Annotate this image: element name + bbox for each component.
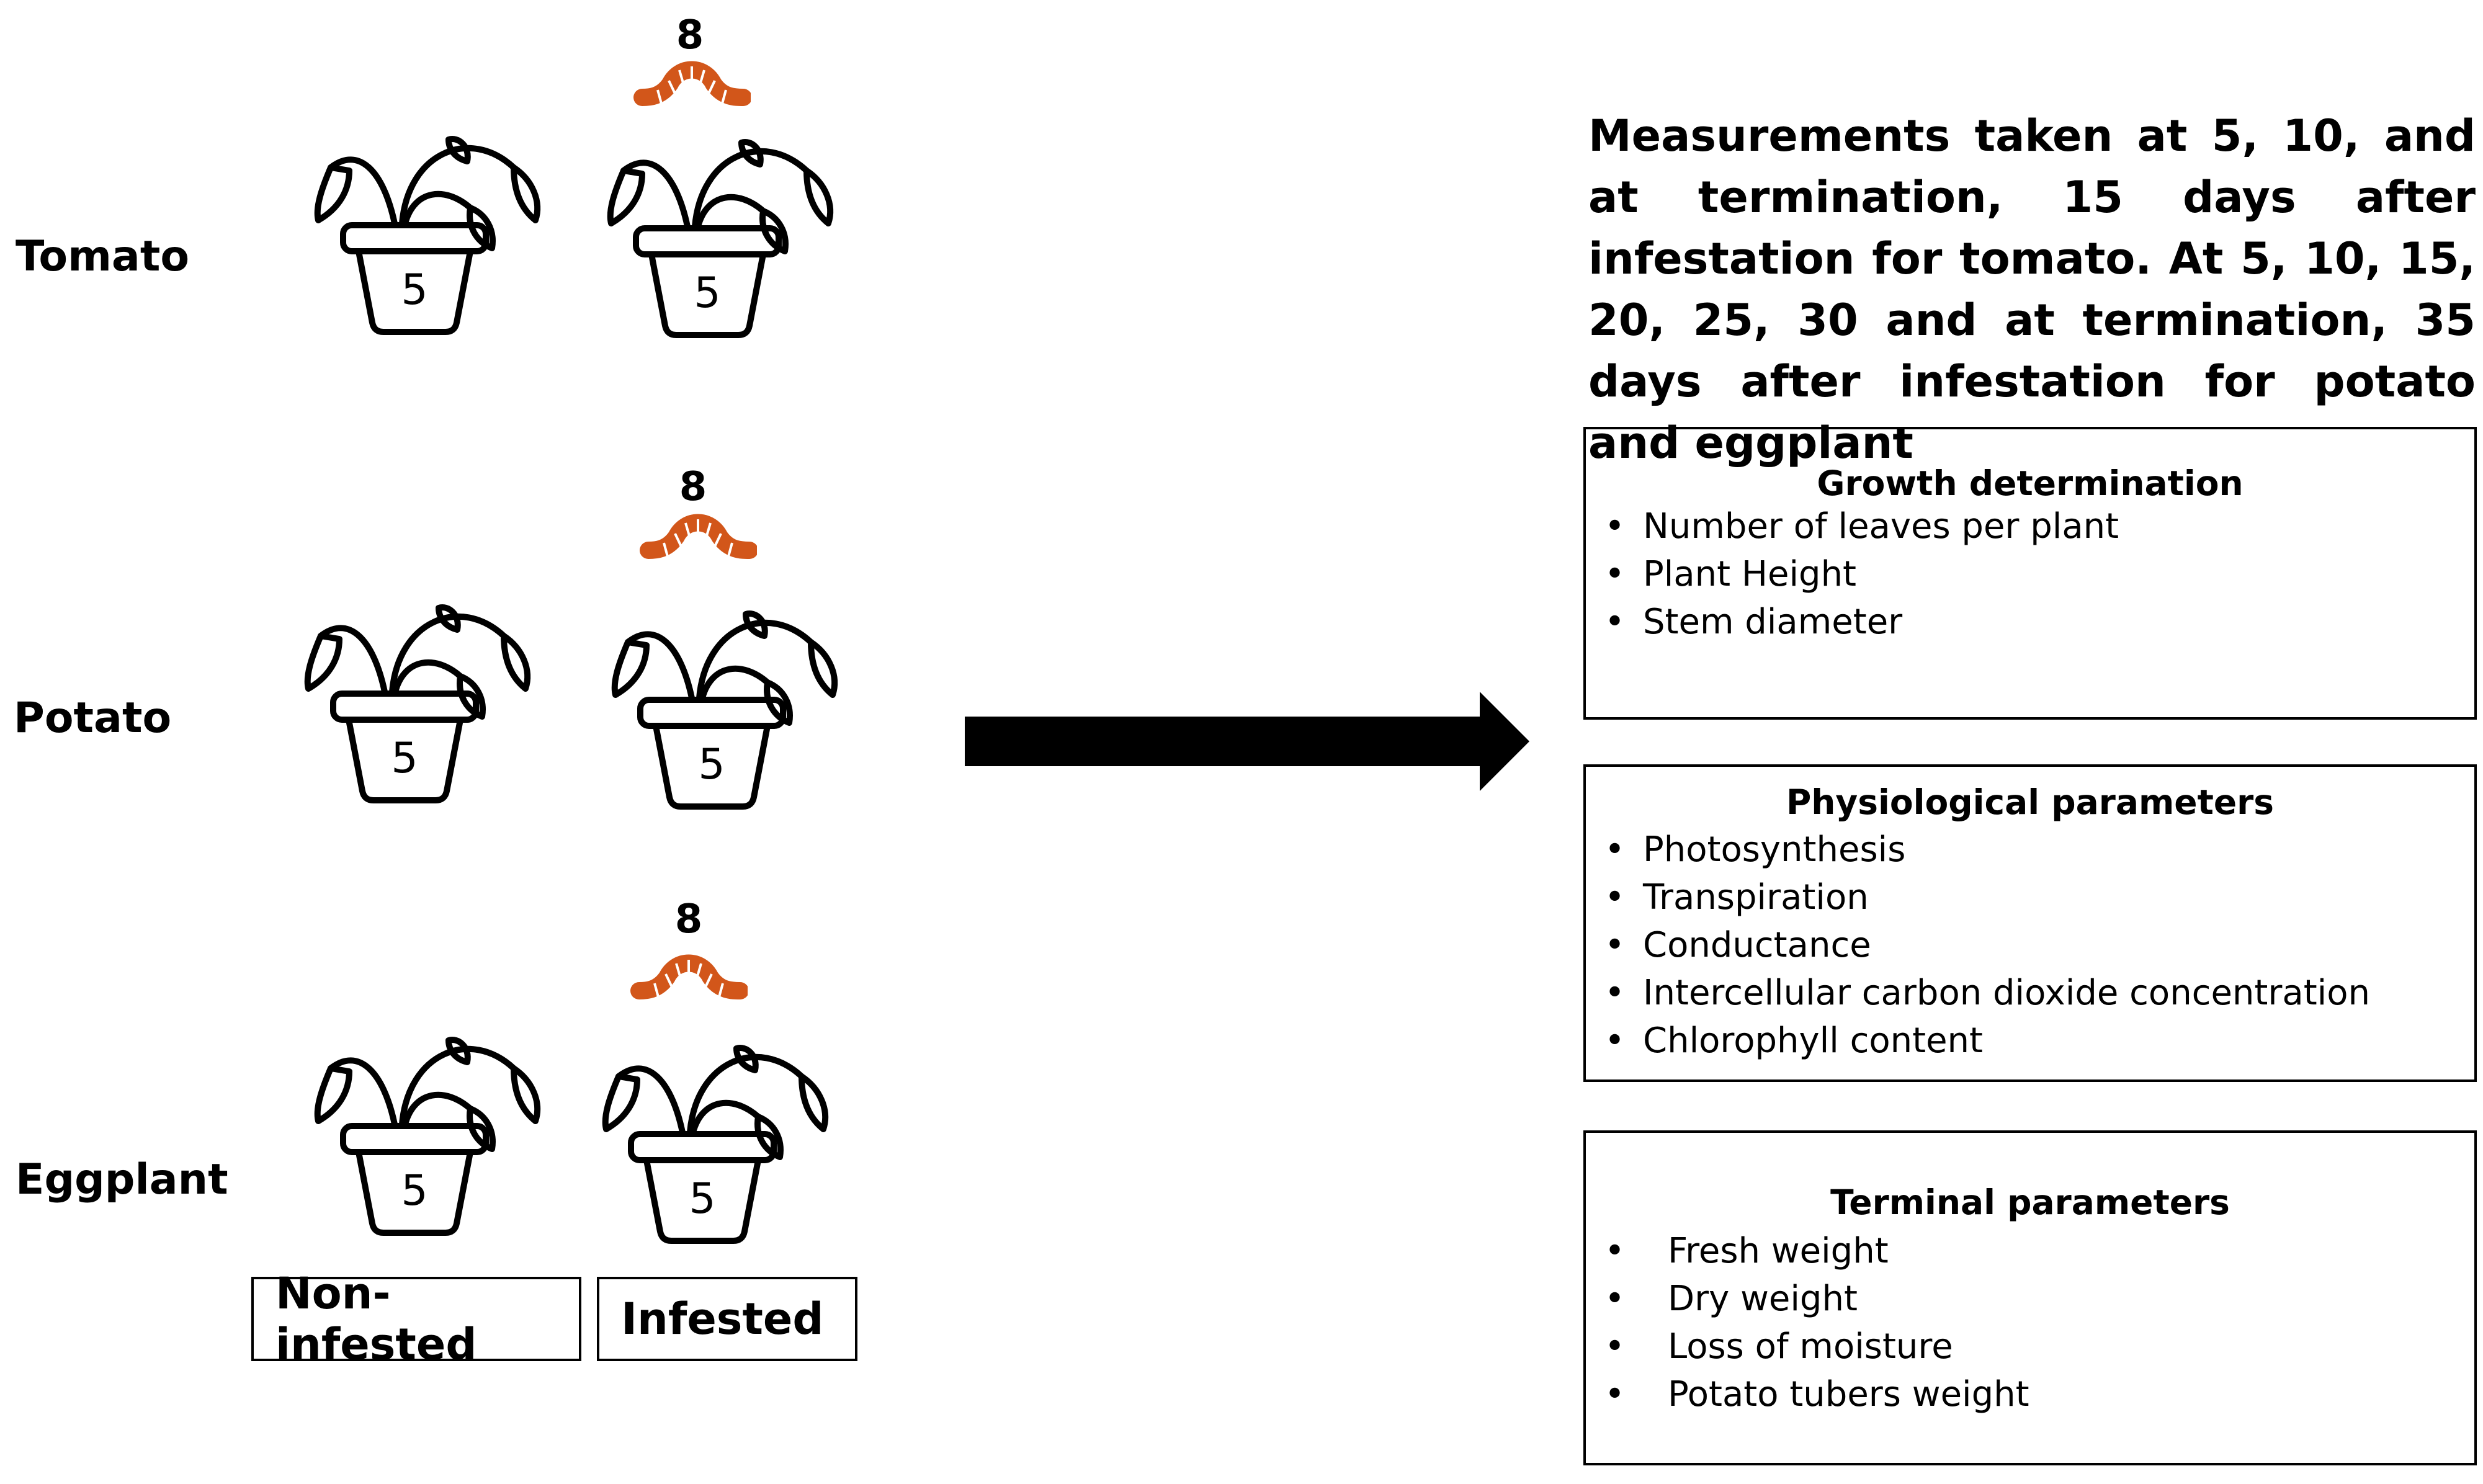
- bullet-icon: •: [1604, 925, 1626, 965]
- growth-list: • Number of leaves per plant • Plant Height…: [1586, 503, 2474, 646]
- list-item: • Conductance: [1586, 921, 2474, 969]
- list-item: • Plant Height: [1586, 550, 2474, 598]
- potted-plant-icon: 5: [607, 105, 841, 344]
- bullet-icon: •: [1604, 1374, 1626, 1415]
- potted-plant-icon: 5: [304, 571, 538, 810]
- larva-icon: [639, 506, 758, 561]
- bullet-icon: •: [1604, 829, 1626, 870]
- crop-label-eggplant: Eggplant: [16, 1155, 228, 1204]
- larva-icon: [630, 946, 749, 1002]
- bullet-icon: •: [1604, 973, 1626, 1013]
- potted-plant-svg: 5: [304, 604, 531, 803]
- plant-count-label: 5: [401, 266, 427, 315]
- infested-label: Infested: [597, 1277, 857, 1361]
- bullet-icon: •: [1604, 1021, 1626, 1061]
- crop-label-tomato: Tomato: [16, 232, 190, 281]
- list-item-text: Conductance: [1643, 925, 1871, 965]
- bullet-icon: •: [1604, 1326, 1626, 1367]
- list-item-text: Dry weight: [1668, 1279, 1858, 1319]
- terminal-parameters-panel: Terminal parameters • Fresh weight • Dry we…: [1583, 1130, 2477, 1465]
- larva-svg: [640, 514, 758, 559]
- list-item-text: Plant Height: [1643, 554, 1857, 594]
- list-item: • Intercellular carbon dioxide concentrat…: [1586, 969, 2474, 1017]
- list-item: • Dry weight: [1586, 1275, 2474, 1323]
- list-item-text: Transpiration: [1643, 877, 1869, 918]
- non-infested-label: Non-infested: [251, 1268, 581, 1370]
- growth-determination-panel: Growth determination • Number of leaves p…: [1583, 427, 2477, 720]
- list-item-text: Potato tubers weight: [1668, 1374, 2029, 1415]
- potted-plant-svg: 5: [602, 1045, 829, 1244]
- list-item: • Chlorophyll content: [1586, 1017, 2474, 1065]
- measurements-text: Measurements taken at 5, 10, and at term…: [1588, 110, 2476, 468]
- list-item-text: Intercellular carbon dioxide concentrati…: [1643, 973, 2370, 1013]
- panel-title: Terminal parameters: [1830, 1182, 2230, 1222]
- list-item: • Loss of moisture: [1586, 1323, 2474, 1370]
- larvae-count-eggplant: 8: [674, 896, 703, 942]
- bullet-icon: •: [1604, 602, 1626, 642]
- potted-plant-icon: 5: [314, 1003, 548, 1242]
- list-item-text: Stem diameter: [1643, 602, 1903, 642]
- larva-svg: [633, 61, 752, 106]
- list-item-text: Loss of moisture: [1668, 1326, 1953, 1367]
- potted-plant-icon: 5: [611, 577, 845, 816]
- bullet-icon: •: [1604, 877, 1626, 918]
- right-arrow-icon: [965, 692, 1529, 791]
- plant-count-label: 5: [689, 1174, 715, 1223]
- physiological-list: • Photosynthesis • Transpiration • Conductanc…: [1586, 826, 2474, 1065]
- potted-plant-svg: 5: [611, 610, 838, 810]
- potted-plant-icon: 5: [314, 102, 548, 341]
- potted-plant-svg: 5: [314, 136, 541, 335]
- bullet-icon: •: [1604, 1231, 1626, 1271]
- list-item: • Potato tubers weight: [1586, 1370, 2474, 1418]
- panel-title: Growth determination: [1817, 463, 2244, 503]
- list-item: • Photosynthesis: [1586, 826, 2474, 874]
- list-item-text: Fresh weight: [1668, 1231, 1889, 1271]
- list-item: • Fresh weight: [1586, 1227, 2474, 1275]
- plant-count-label: 5: [698, 740, 725, 789]
- plant-count-label: 5: [401, 1166, 427, 1215]
- potted-plant-svg: 5: [314, 1037, 541, 1236]
- list-item: • Number of leaves per plant: [1586, 503, 2474, 550]
- potted-plant-svg: 5: [607, 139, 834, 338]
- plant-count-label: 5: [391, 734, 418, 783]
- bullet-icon: •: [1604, 506, 1626, 547]
- potted-plant-icon: 5: [602, 1011, 836, 1250]
- larva-icon: [633, 53, 752, 109]
- larva-svg: [630, 954, 749, 999]
- list-item-text: Number of leaves per plant: [1643, 506, 2119, 547]
- panel-title: Physiological parameters: [1786, 782, 2275, 822]
- plant-count-label: 5: [694, 269, 720, 318]
- bullet-icon: •: [1604, 554, 1626, 594]
- physiological-parameters-panel: Physiological parameters • Photosynthesis…: [1583, 764, 2477, 1082]
- list-item: • Transpiration: [1586, 874, 2474, 921]
- crop-label-potato: Potato: [14, 694, 172, 743]
- terminal-list: • Fresh weight • Dry weight • Loss of moistur…: [1586, 1227, 2474, 1418]
- larvae-count-tomato: 8: [676, 12, 704, 58]
- bullet-icon: •: [1604, 1279, 1626, 1319]
- list-item-text: Chlorophyll content: [1643, 1021, 1983, 1061]
- larvae-count-potato: 8: [679, 464, 707, 510]
- list-item: • Stem diameter: [1586, 598, 2474, 646]
- list-item-text: Photosynthesis: [1643, 829, 1906, 870]
